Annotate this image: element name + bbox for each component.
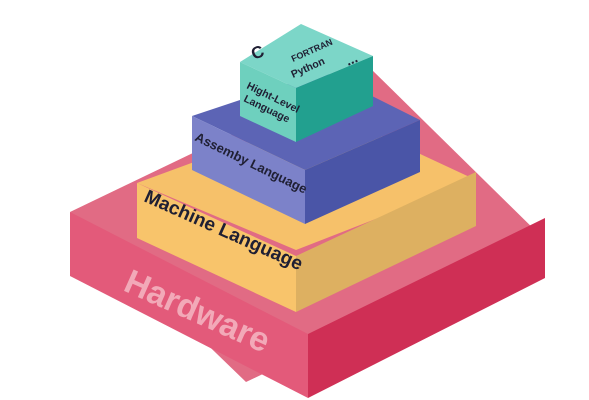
machine-right-face <box>296 172 476 312</box>
hardware-right-face <box>308 218 545 398</box>
hardware-front-face <box>70 212 308 398</box>
highlevel-top-face <box>240 24 373 88</box>
highlevel-right-face <box>296 56 373 142</box>
highlevel-front-face <box>240 62 296 142</box>
high-level-language-layer: Hight-Level Language C FORTRAN Python ..… <box>240 24 373 142</box>
assembly-front-face <box>192 116 305 224</box>
machine-front-face <box>137 183 296 312</box>
assembly-right-face <box>305 120 420 224</box>
